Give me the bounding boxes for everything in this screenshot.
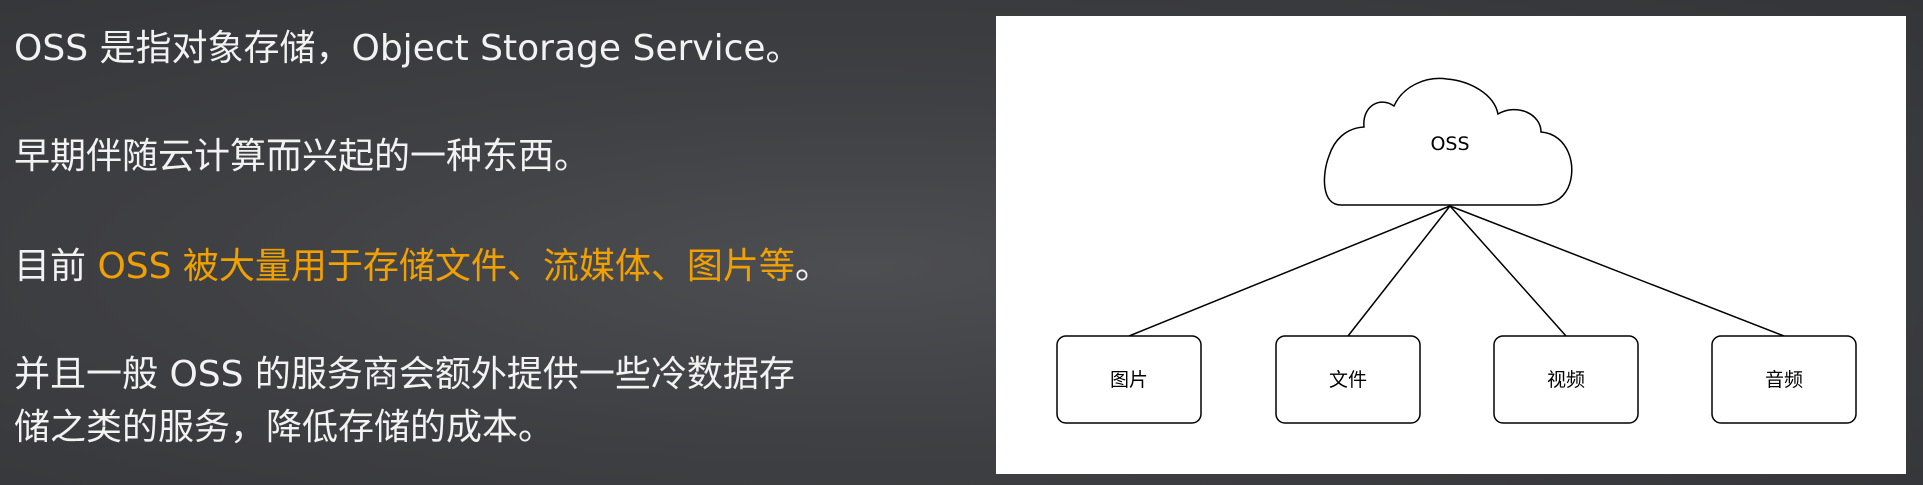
node-images-box [1056,335,1202,424]
services-line-2: 储之类的服务，降低存储的成本。 [14,407,555,448]
paragraph-usage: 目前 OSS 被大量用于存储文件、流媒体、图片等。 [14,240,831,293]
usage-prefix: 目前 [14,246,98,287]
edge-oss-audio [1449,205,1785,337]
diagram-panel: OSS 图片 文件 视频 音频 [996,16,1906,474]
node-images-label: 图片 [1110,369,1148,391]
edge-oss-files [1347,205,1451,337]
node-audio-box [1711,335,1857,424]
cloud-icon [1323,77,1573,206]
paragraph-history: 早期伴随云计算而兴起的一种东西。 [14,136,591,177]
services-line-1: 并且一般 OSS 的服务商会额外提供一些冷数据存 [14,354,795,395]
edge-oss-images [1128,205,1451,337]
node-oss-label: OSS [1430,133,1469,155]
node-files-label: 文件 [1329,369,1367,391]
oss-diagram: OSS 图片 文件 视频 音频 [1056,77,1857,424]
edge-oss-videos [1449,205,1567,337]
paragraph-definition: OSS 是指对象存储，Object Storage Service。 [14,28,802,69]
node-videos-box [1493,335,1639,424]
node-videos-label: 视频 [1547,369,1585,391]
paragraph-services: 并且一般 OSS 的服务商会额外提供一些冷数据存 储之类的服务，降低存储的成本。 [14,348,795,454]
usage-suffix: 。 [794,246,831,287]
usage-highlight: OSS 被大量用于存储文件、流媒体、图片等 [97,246,795,287]
node-files-box [1275,335,1421,424]
node-audio-label: 音频 [1765,369,1803,391]
